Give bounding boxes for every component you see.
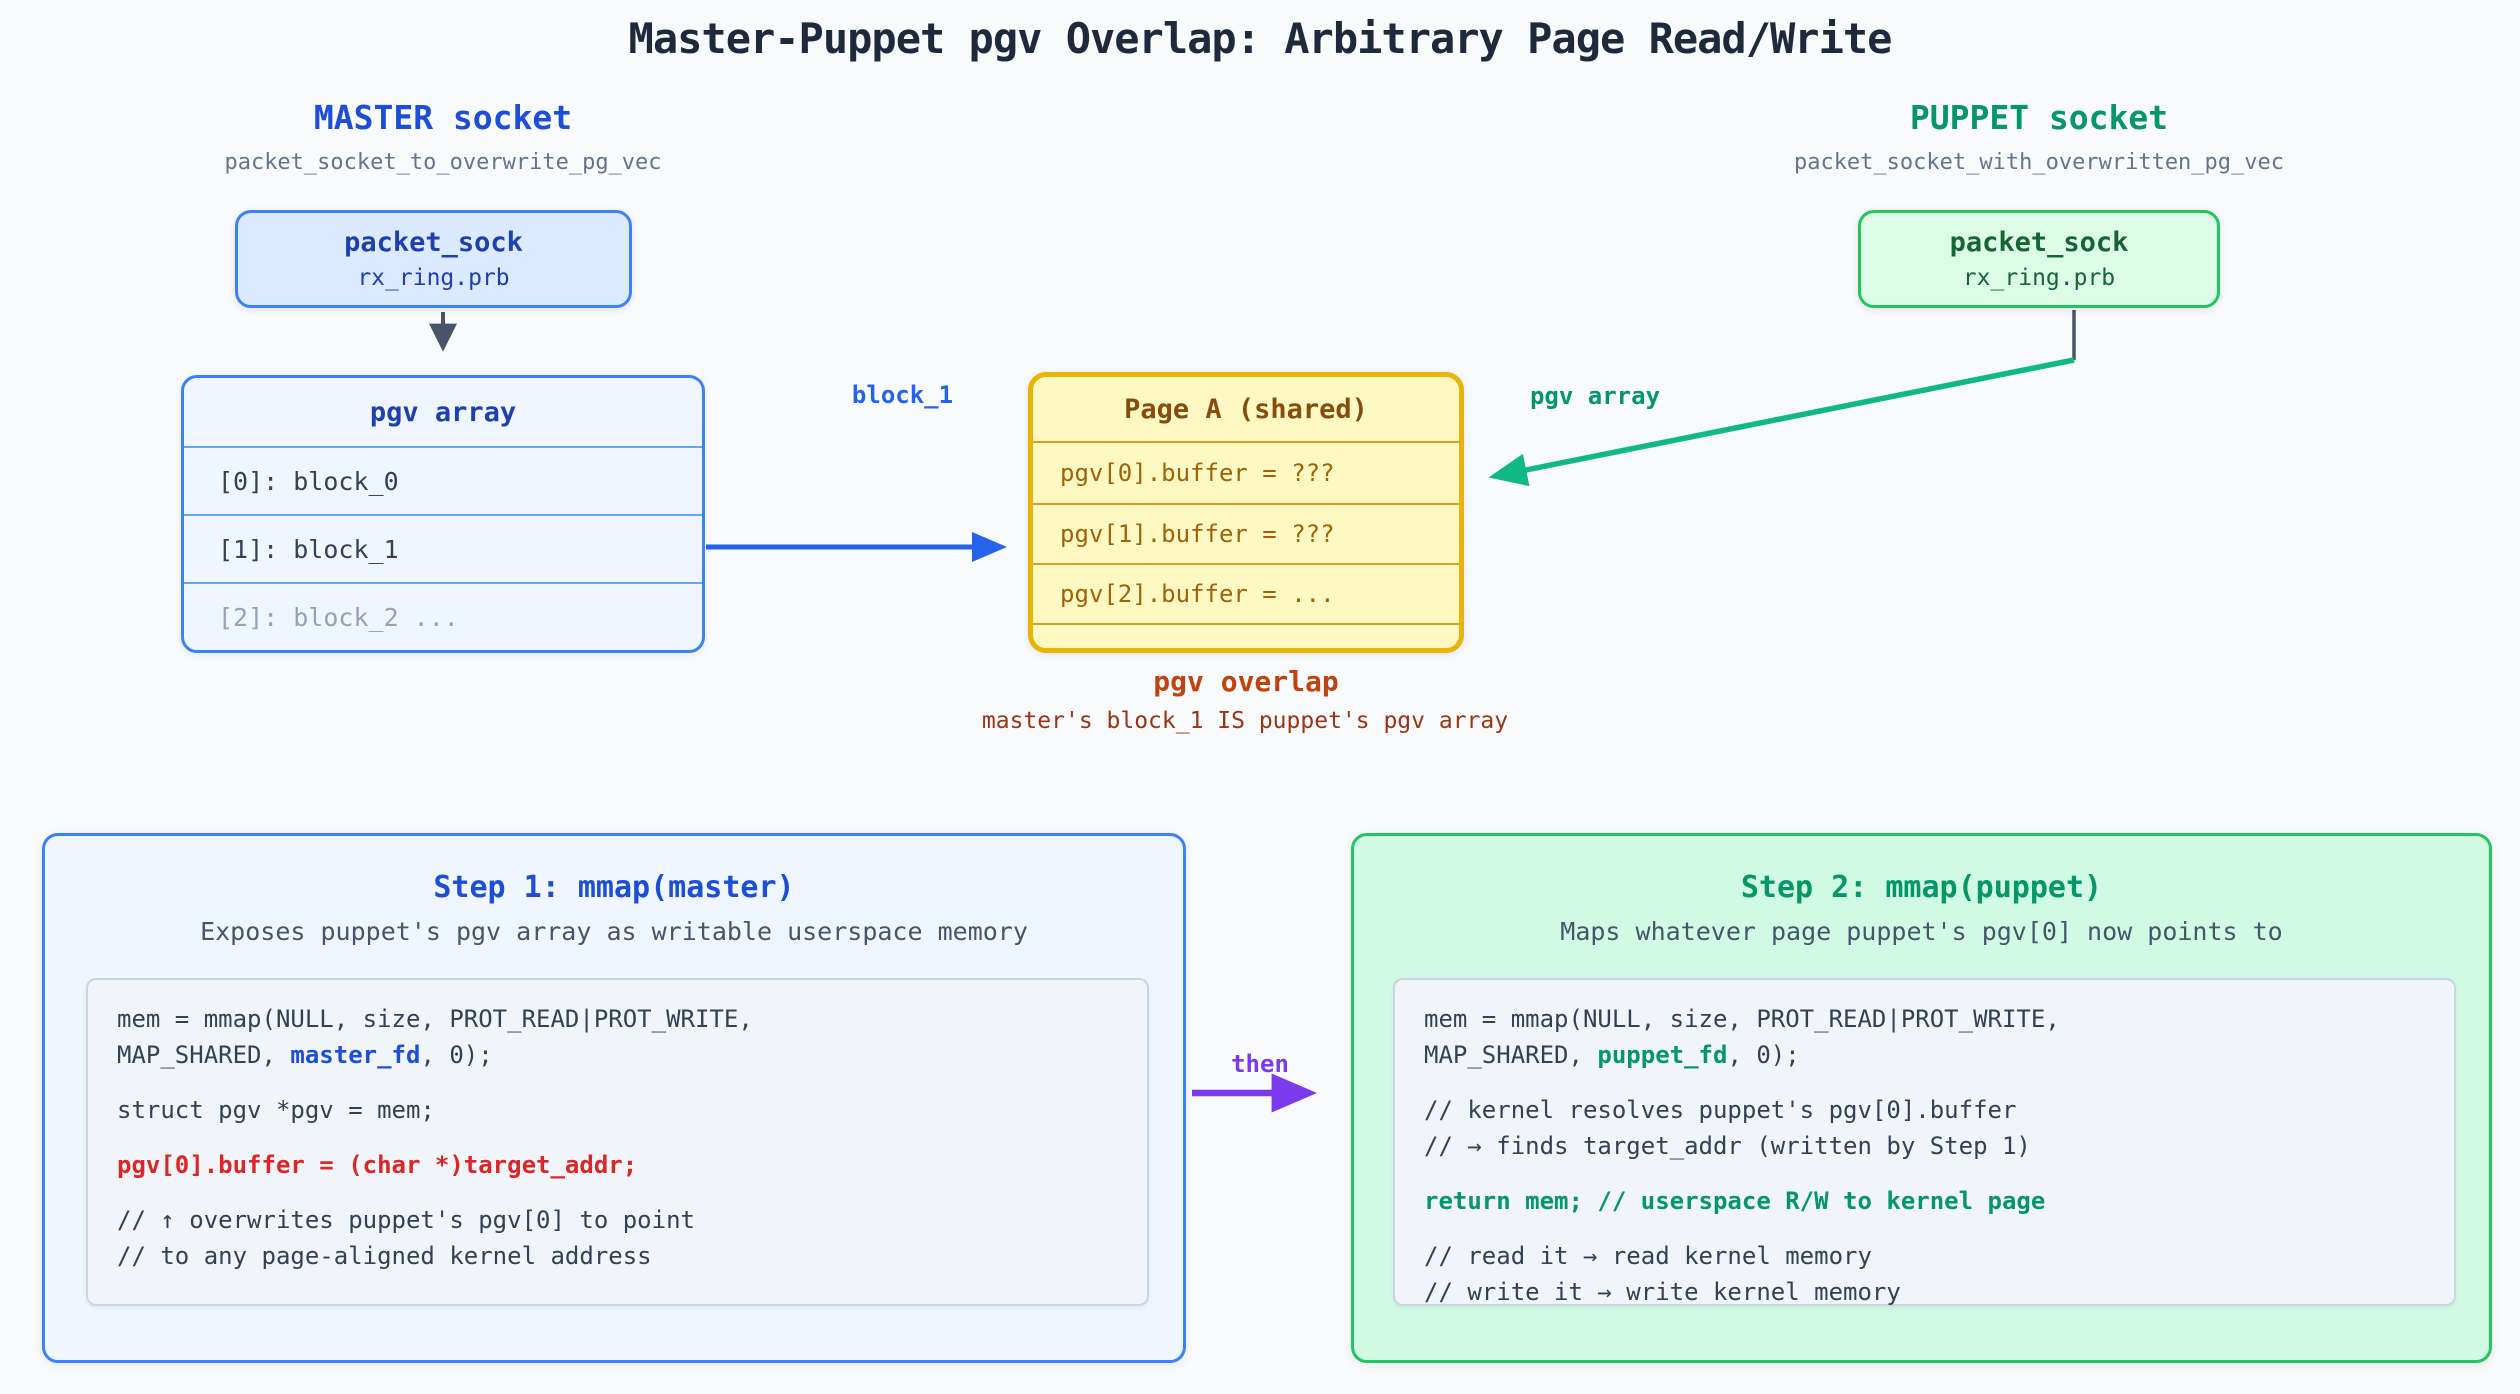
step1-card: Step 1: mmap(master) Exposes puppet's pg… (42, 833, 1186, 1363)
step2-card: Step 2: mmap(puppet) Maps whatever page … (1351, 833, 2492, 1363)
then-arrow-label: then (1231, 1050, 1289, 1078)
pgv-array-row-0: [0]: block_0 (218, 466, 399, 496)
master-heading: MASTER socket (313, 98, 573, 137)
code-line: MAP_SHARED, puppet_fd, 0); (1424, 1041, 1800, 1069)
puppet-sock-title: packet_sock (1949, 227, 2129, 258)
overwrite-highlight: pgv[0].buffer = (char *)target_addr; (117, 1151, 638, 1179)
master-sock-subtitle: rx_ring.prb (357, 265, 510, 291)
master-sock-title: packet_sock (344, 227, 523, 258)
page-title: Master-Puppet pgv Overlap: Arbitrary Pag… (628, 14, 1893, 63)
step1-code: mem = mmap(NULL, size, PROT_READ|PROT_WR… (86, 978, 1149, 1306)
overlap-subtitle: master's block_1 IS puppet's pgv array (981, 708, 1509, 734)
puppet-fd-highlight: puppet_fd (1597, 1041, 1728, 1069)
pgv-array-row-1: [1]: block_1 (184, 514, 702, 582)
page-a-box: Page A (shared) pgv[0].buffer = ??? pgv[… (1028, 372, 1464, 653)
step2-title: Step 2: mmap(puppet) (1740, 870, 2103, 905)
code-line: // → finds target_addr (written by Step … (1424, 1132, 2031, 1160)
step2-subtitle: Maps whatever page puppet's pgv[0] now p… (1560, 917, 2283, 946)
page-a-row-1: pgv[1].buffer = ??? (1033, 503, 1459, 563)
step1-subtitle: Exposes puppet's pgv array as writable u… (200, 917, 1028, 946)
pgv-array-header: pgv array (184, 378, 702, 448)
puppet-heading: PUPPET socket (1909, 98, 2169, 137)
code-line: mem = mmap(NULL, size, PROT_READ|PROT_WR… (117, 1005, 753, 1033)
code-line: // to any page-aligned kernel address (117, 1242, 652, 1270)
pgv-array-arrow-label: pgv array (1529, 382, 1661, 410)
code-line: // kernel resolves puppet's pgv[0].buffe… (1424, 1096, 2017, 1124)
code-line: mem = mmap(NULL, size, PROT_READ|PROT_WR… (1424, 1005, 2060, 1033)
pgv-array-box: pgv array [0]: block_0 [1]: block_1 [2]:… (181, 375, 705, 653)
code-line: pgv[0].buffer = (char *)target_addr; (117, 1147, 1118, 1183)
step1-title: Step 1: mmap(master) (433, 870, 795, 905)
master-fd-highlight: master_fd (290, 1041, 421, 1069)
code-line: // read it → read kernel memory (1424, 1242, 1872, 1270)
code-line: struct pgv *pgv = mem; (117, 1096, 435, 1124)
return-mem-highlight: return mem; // userspace R/W to kernel p… (1424, 1187, 2046, 1215)
page-a-filler-row (1033, 623, 1459, 648)
code-line: // write it → write kernel memory (1424, 1278, 1901, 1306)
master-subheading: packet_socket_to_overwrite_pg_vec (224, 150, 662, 175)
block1-arrow-label: block_1 (851, 381, 954, 409)
puppet-packet-sock-box: packet_sock rx_ring.prb (1858, 210, 2220, 308)
page-a-row-2: pgv[2].buffer = ... (1033, 563, 1459, 623)
puppet-subheading: packet_socket_with_overwritten_pg_vec (1793, 150, 2285, 175)
page-a-header: Page A (shared) (1033, 377, 1459, 443)
page-a-row-0: pgv[0].buffer = ??? (1060, 459, 1335, 487)
puppet-sock-subtitle: rx_ring.prb (1962, 265, 2116, 291)
puppet-to-page-arrow (1488, 357, 2075, 487)
code-line: return mem; // userspace R/W to kernel p… (1424, 1183, 2425, 1219)
step2-code: mem = mmap(NULL, size, PROT_READ|PROT_WR… (1393, 978, 2456, 1306)
overlap-title: pgv overlap (1153, 665, 1339, 698)
master-packet-sock-box: packet_sock rx_ring.prb (235, 210, 632, 308)
pgv-array-row-2: [2]: block_2 ... (184, 582, 702, 650)
code-line: MAP_SHARED, master_fd, 0); (117, 1041, 493, 1069)
code-line: // ↑ overwrites puppet's pgv[0] to point (117, 1206, 695, 1234)
